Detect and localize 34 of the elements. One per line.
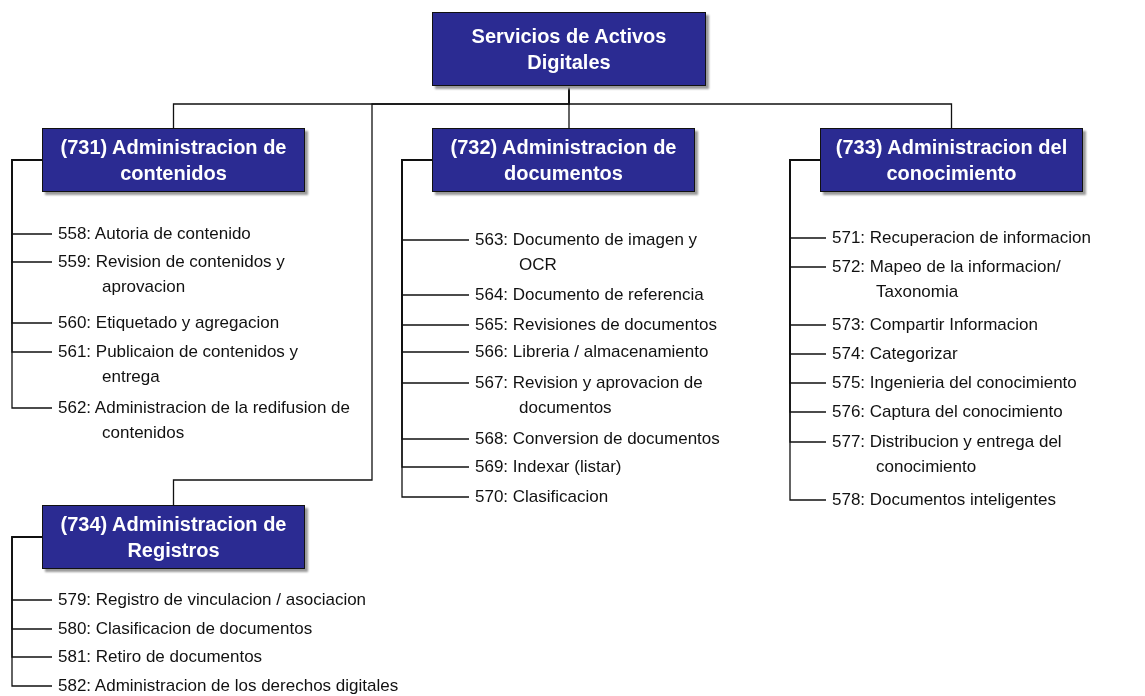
category-box: (733) Administracion del conocimiento xyxy=(820,128,1083,192)
title-box: Servicios de Activos Digitales xyxy=(432,12,706,86)
item-label: 560: Etiquetado y agregacion xyxy=(58,310,280,335)
item-label: 580: Clasificacion de documentos xyxy=(58,616,313,641)
item-label: 565: Revisiones de documentos xyxy=(475,312,717,337)
item-label: 568: Conversion de documentos xyxy=(475,426,720,451)
item-label: 570: Clasificacion xyxy=(475,484,609,509)
item-label: 579: Registro de vinculacion / asociacion xyxy=(58,587,367,612)
item-label: 577: Distribucion y entrega del conocimiento xyxy=(832,429,1084,479)
item-label: 573: Compartir Informacion xyxy=(832,312,1038,337)
item-label: 563: Documento de imagen y OCR xyxy=(475,227,733,277)
item-label: 558: Autoria de contenido xyxy=(58,221,251,246)
item-label: 564: Documento de referencia xyxy=(475,282,704,307)
connector-line xyxy=(11,159,53,409)
item-label: 567: Revision y aprovacion de documentos xyxy=(475,370,733,420)
item-label: 572: Mapeo de la informacion/ Taxonomia xyxy=(832,254,1107,304)
item-label: 574: Categorizar xyxy=(832,341,958,366)
item-label: 576: Captura del conocimiento xyxy=(832,399,1063,424)
category-box: (734) Administracion de Registros xyxy=(42,505,305,569)
item-label: 562: Administracion de la redifusion de contenidos xyxy=(58,395,350,445)
connector-line xyxy=(11,536,53,687)
item-label: 581: Retiro de documentos xyxy=(58,644,263,669)
item-label: 559: Revision de contenidos y aprovacion xyxy=(58,249,330,299)
item-label: 582: Administracion de los derechos digitales xyxy=(58,673,399,696)
category-box: (732) Administracion de documentos xyxy=(432,128,695,192)
item-label: 561: Publicaion de contenidos y entrega xyxy=(58,339,350,389)
item-label: 571: Recuperacion de informacion xyxy=(832,225,1091,250)
item-label: 566: Libreria / almacenamiento xyxy=(475,339,709,364)
connector-line xyxy=(789,159,827,501)
item-label: 569: Indexar (listar) xyxy=(475,454,622,479)
connector-line xyxy=(172,85,570,506)
item-label: 575: Ingenieria del conocimiento xyxy=(832,370,1077,395)
item-label: 578: Documentos inteligentes xyxy=(832,487,1056,512)
category-box: (731) Administracion de contenidos xyxy=(42,128,305,192)
